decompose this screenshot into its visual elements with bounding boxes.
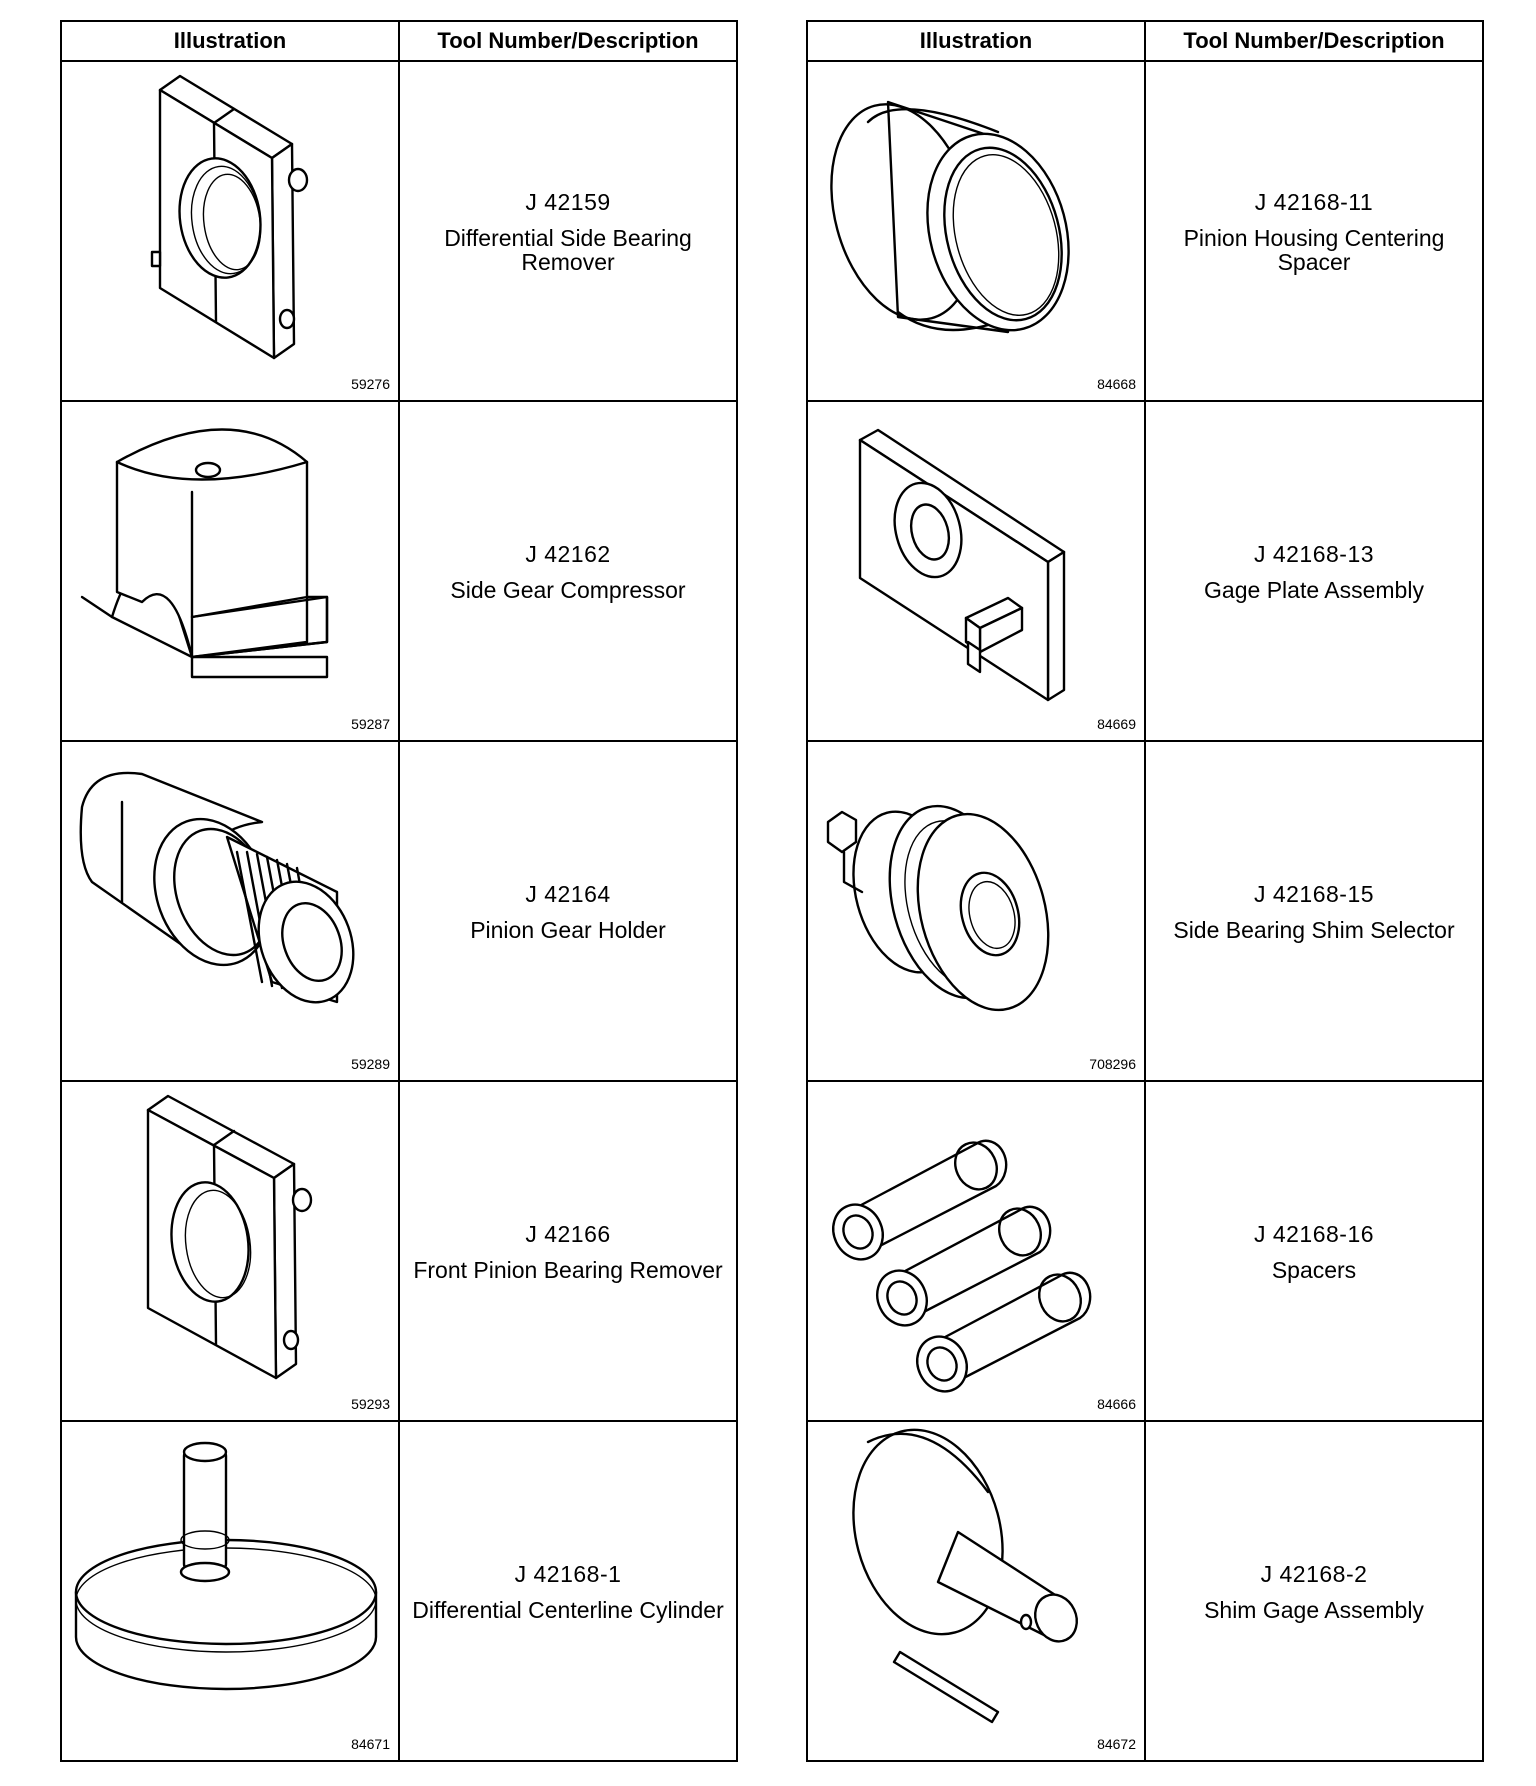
tool-name: Spacers — [1271, 1256, 1357, 1283]
tool-name: Pinion Housing Centering Spacer — [1183, 224, 1445, 275]
illustration-cell: 84669 — [806, 400, 1146, 742]
tool-name: Pinion Gear Holder — [470, 916, 666, 943]
tool-name: Gage Plate Assembly — [1204, 576, 1424, 603]
tool-name: Differential Side Bearing Remover — [444, 224, 692, 275]
tool-name: Differential Centerline Cylinder — [412, 1596, 724, 1623]
table-row: 708296 J 42168-15 Side Bearing Shim Sele… — [806, 740, 1484, 1082]
illustration-cell: 84672 — [806, 1420, 1146, 1762]
illustration-cell: 59276 — [60, 60, 400, 402]
tool-header: Tool Number/Description — [1144, 20, 1484, 62]
tool-number: J 42166 — [525, 1220, 611, 1247]
illustration-cell: 59287 — [60, 400, 400, 742]
tube-spacers-icon — [832, 1139, 1092, 1393]
table-row: 84669 J 42168-13 Gage Plate Assembly — [806, 400, 1484, 742]
figure-number: 84672 — [1097, 1736, 1136, 1752]
tool-description-cell: J 42168-2 Shim Gage Assembly — [1144, 1420, 1484, 1762]
tool-description-cell: J 42168-11 Pinion Housing Centering Spac… — [1144, 60, 1484, 402]
figure-number: 84668 — [1097, 376, 1136, 392]
figure-number: 59276 — [351, 376, 390, 392]
figure-number: 59287 — [351, 716, 390, 732]
table-row: 84666 J 42168-16 Spacers — [806, 1080, 1484, 1422]
table-row: 59289 J 42164 Pinion Gear Holder — [60, 740, 738, 1082]
tool-number: J 42168-1 — [514, 1560, 622, 1587]
tool-table-right: Illustration Tool Number/Description 846… — [806, 20, 1484, 1762]
tool-name: Shim Gage Assembly — [1204, 1596, 1424, 1623]
tool-number: J 42168-2 — [1260, 1560, 1368, 1587]
figure-number: 84666 — [1097, 1396, 1136, 1412]
illustration-cell: 84666 — [806, 1080, 1146, 1422]
shim-gage-icon — [852, 1428, 1078, 1724]
side-gear-compressor-icon — [80, 428, 329, 679]
tool-number: J 42159 — [525, 188, 611, 215]
illustration-header: Illustration — [806, 20, 1146, 62]
tool-description-cell: J 42166 Front Pinion Bearing Remover — [398, 1080, 738, 1422]
tool-name: Front Pinion Bearing Remover — [413, 1256, 723, 1283]
illustration-cell: 84668 — [806, 60, 1146, 402]
tool-description-cell: J 42168-1 Differential Centerline Cylind… — [398, 1420, 738, 1762]
table-row: 59287 J 42162 Side Gear Compressor — [60, 400, 738, 742]
centerline-cylinder-icon — [74, 1441, 378, 1691]
gage-plate-icon — [858, 428, 1066, 702]
splined-pinion-holder-icon — [79, 771, 355, 1004]
tool-description-cell: J 42168-16 Spacers — [1144, 1080, 1484, 1422]
tool-number: J 42168-16 — [1253, 1220, 1375, 1247]
illustration-header: Illustration — [60, 20, 400, 62]
table-row: 84672 J 42168-2 Shim Gage Assembly — [806, 1420, 1484, 1762]
tool-description-cell: J 42159 Differential Side Bearing Remove… — [398, 60, 738, 402]
illustration-cell: 84671 — [60, 1420, 400, 1762]
illustration-cell: 59289 — [60, 740, 400, 1082]
table-row: 59293 J 42166 Front Pinion Bearing Remov… — [60, 1080, 738, 1422]
tool-name: Side Gear Compressor — [450, 576, 686, 603]
table-row: 84668 J 42168-11 Pinion Housing Centerin… — [806, 60, 1484, 402]
tool-number: J 42164 — [525, 880, 611, 907]
tool-number: J 42162 — [525, 540, 611, 567]
illustration-cell: 59293 — [60, 1080, 400, 1422]
tool-description-cell: J 42168-15 Side Bearing Shim Selector — [1144, 740, 1484, 1082]
split-plate-bearing-remover-icon — [150, 74, 309, 360]
figure-number: 59289 — [351, 1056, 390, 1072]
table-row: 59276 J 42159 Differential Side Bearing … — [60, 60, 738, 402]
table-row: 84671 J 42168-1 Differential Centerline … — [60, 1420, 738, 1762]
tool-number: J 42168-13 — [1253, 540, 1375, 567]
tool-description-cell: J 42168-13 Gage Plate Assembly — [1144, 400, 1484, 742]
tool-description-cell: J 42164 Pinion Gear Holder — [398, 740, 738, 1082]
figure-number: 84669 — [1097, 716, 1136, 732]
split-plate-bearing-remover-icon — [146, 1094, 313, 1380]
figure-number: 84671 — [351, 1736, 390, 1752]
tool-table-left: Illustration Tool Number/Description 592… — [60, 20, 738, 1762]
tool-header: Tool Number/Description — [398, 20, 738, 62]
tool-number: J 42168-15 — [1253, 880, 1375, 907]
figure-number: 708296 — [1089, 1056, 1136, 1072]
tool-number: J 42168-11 — [1254, 188, 1374, 215]
figure-number: 59293 — [351, 1396, 390, 1412]
tool-description-cell: J 42162 Side Gear Compressor — [398, 400, 738, 742]
tool-name: Side Bearing Shim Selector — [1173, 916, 1455, 943]
illustration-cell: 708296 — [806, 740, 1146, 1082]
shim-selector-icon — [826, 804, 1050, 1012]
centering-spacer-ring-icon — [830, 100, 1070, 334]
